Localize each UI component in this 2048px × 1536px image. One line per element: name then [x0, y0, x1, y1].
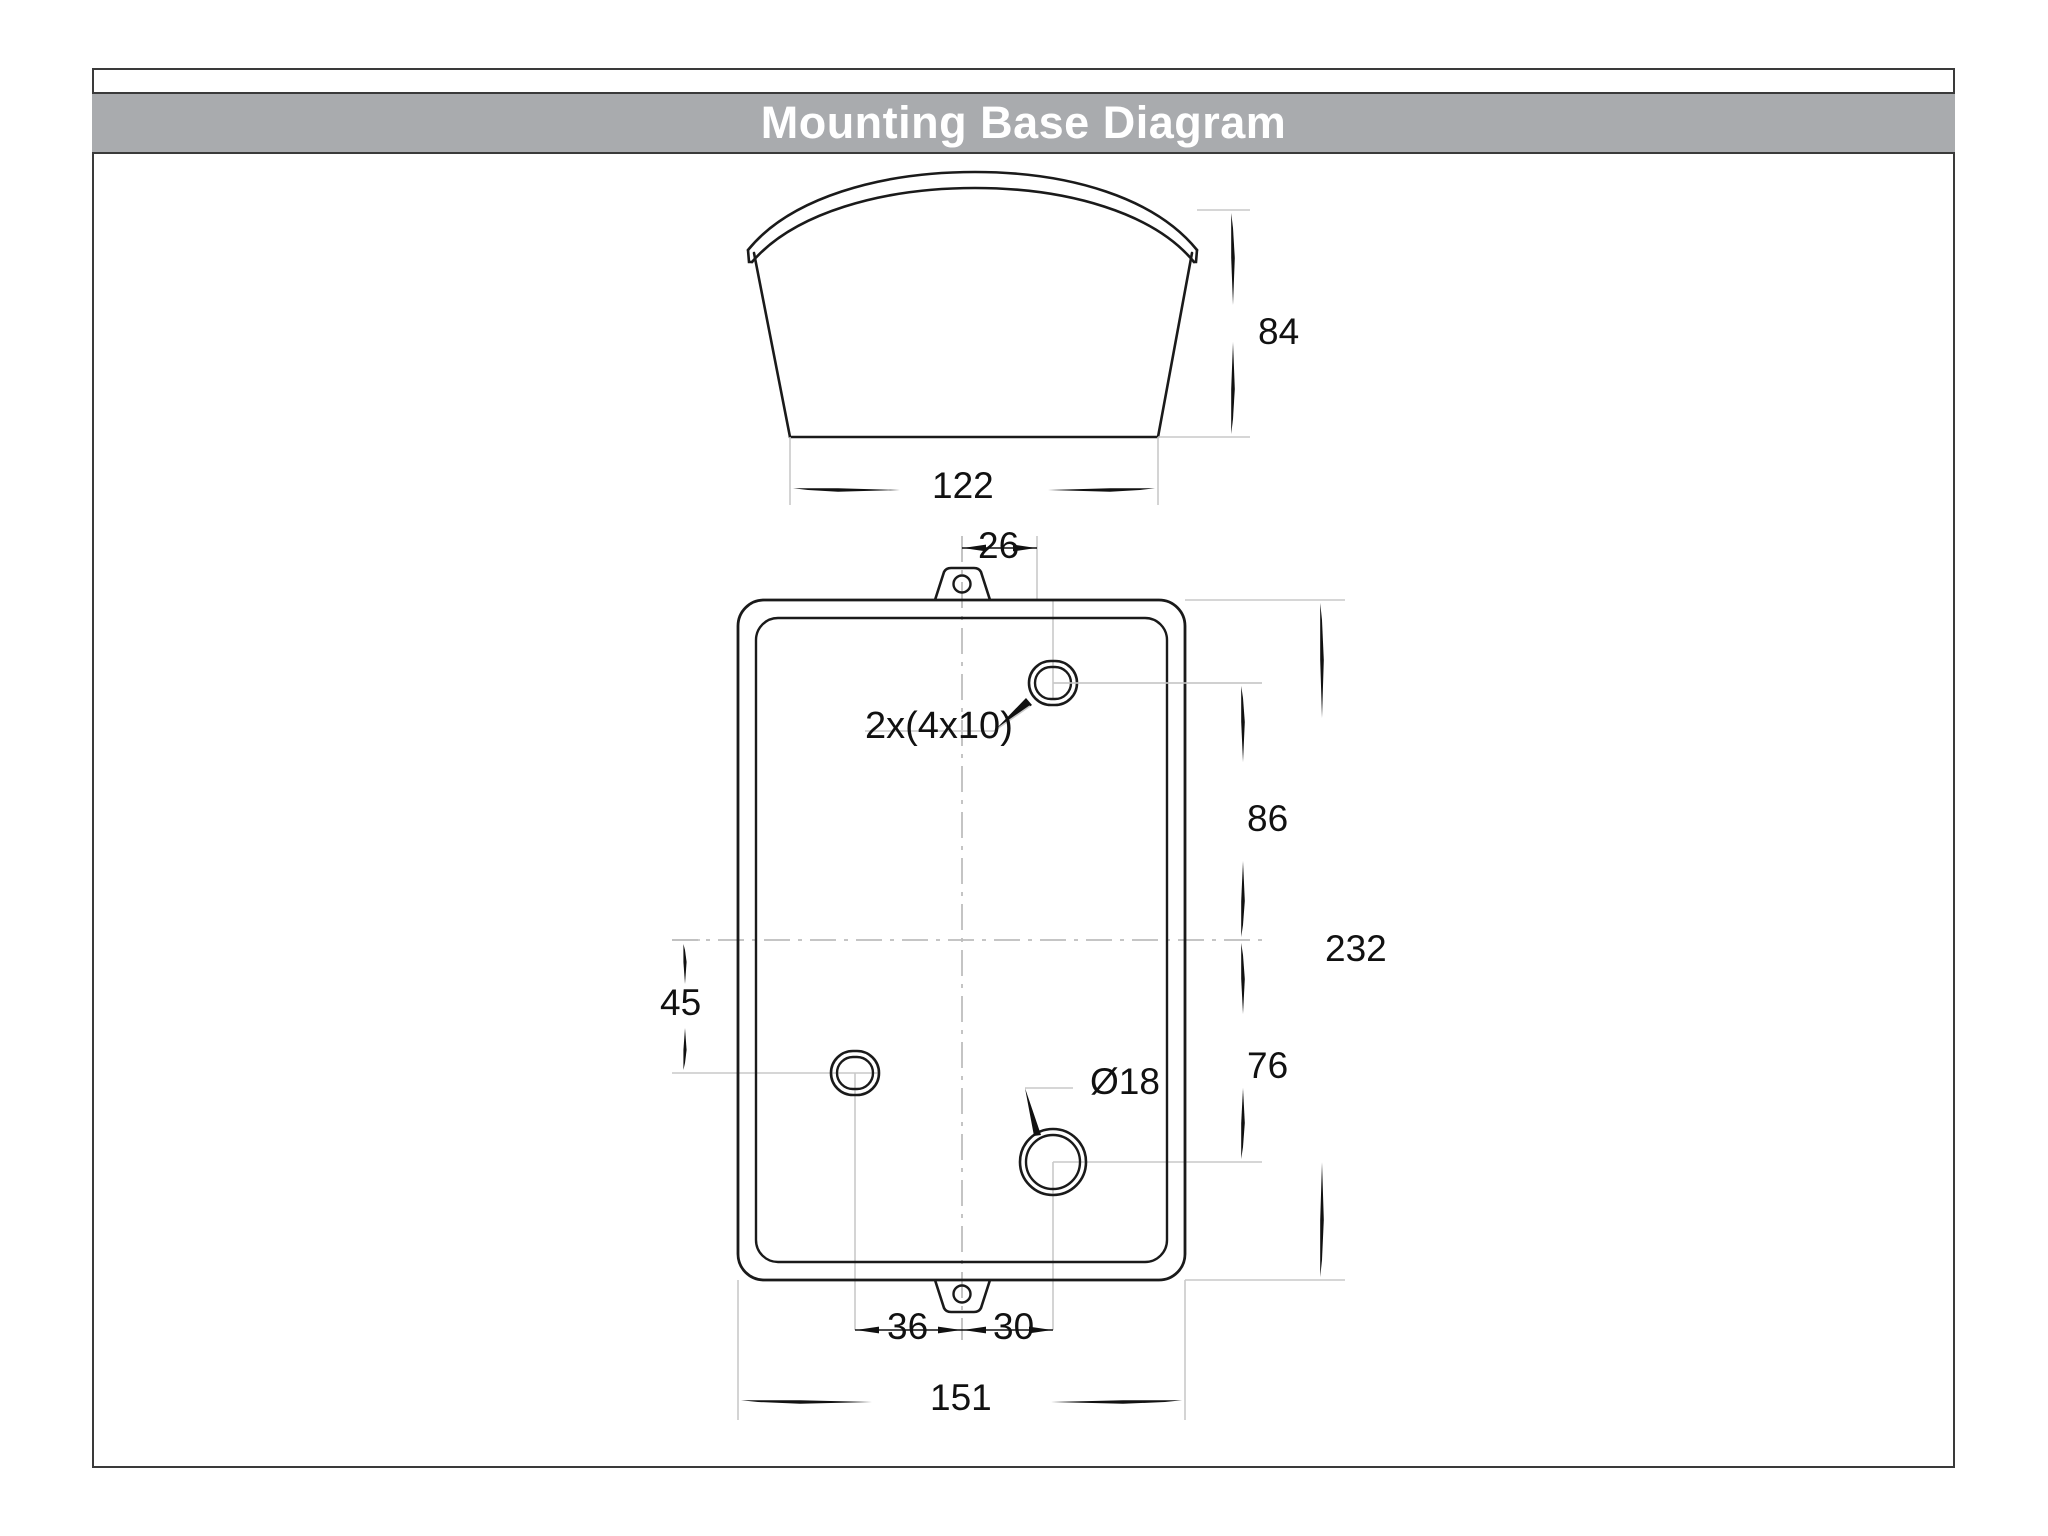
dim-label-slot-spec: 2x(4x10): [865, 705, 1013, 747]
dim-label-tab-offset-right-bottom: 30: [993, 1306, 1035, 1347]
dim-label-slot-to-center-upper: 86: [1247, 798, 1289, 839]
dim-label-left-slot-offset: 45: [660, 982, 702, 1023]
page-title: Mounting Base Diagram: [760, 97, 1287, 148]
dim-label-shade-width: 122: [932, 465, 994, 506]
drawing-frame: [92, 68, 1955, 1468]
dim-label-tab-offset-top: 26: [978, 525, 1020, 566]
dim-label-overall-height: 232: [1325, 928, 1387, 969]
dim-label-hole-diameter: Ø18: [1090, 1061, 1160, 1102]
dim-label-shade-height: 84: [1258, 311, 1300, 352]
dim-label-tab-offset-left-bottom: 36: [887, 1306, 929, 1347]
title-bar: Mounting Base Diagram: [92, 92, 1955, 154]
dim-label-center-to-hole-lower: 76: [1247, 1045, 1289, 1086]
dim-label-overall-width: 151: [930, 1377, 992, 1418]
